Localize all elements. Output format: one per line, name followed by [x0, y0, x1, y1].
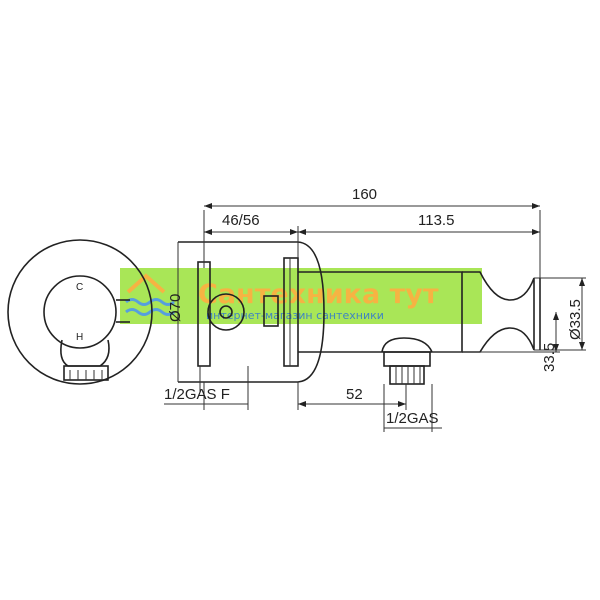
side-flange — [283, 257, 299, 367]
dimensions: 160 46/56 113.5 Ø70 1/2GAS F 52 1/2GAS 3… — [164, 186, 586, 432]
knob-cold-mark: C — [76, 282, 83, 293]
dim-outlet-offset: 52 — [346, 386, 363, 403]
front-rosette — [7, 239, 153, 385]
front-outlet-elbow — [60, 339, 110, 367]
side-outlet-thread — [389, 365, 425, 385]
watermark-logo-icon — [125, 273, 175, 316]
side-outlet-nut — [383, 351, 431, 367]
side-valve-knob — [207, 293, 245, 331]
watermark-band — [120, 268, 482, 324]
watermark: Сантехника тут интернет-магазин сантехни… — [120, 268, 482, 324]
side-holder — [462, 271, 535, 353]
knob-hot-mark: H — [76, 332, 83, 343]
side-nut — [263, 295, 279, 327]
dim-outlet-diameter: Ø33.5 — [567, 299, 584, 340]
dim-flange-diameter: Ø70 — [167, 294, 184, 322]
dim-overall-length: 160 — [352, 186, 377, 203]
front-knob — [43, 275, 117, 349]
dim-outlet-thread: 1/2GAS — [386, 410, 439, 427]
side-body — [298, 271, 463, 353]
watermark-title: Сантехника тут — [198, 279, 439, 310]
dim-wall-section: 46/56 — [222, 212, 260, 229]
dim-body-length: 113.5 — [418, 212, 454, 229]
dim-inlet-thread: 1/2GAS F — [164, 386, 230, 403]
side-knob-center — [219, 305, 233, 319]
dim-outlet-height: 33.5 — [541, 343, 558, 372]
side-rosette — [178, 241, 325, 383]
front-view: C H — [7, 239, 153, 385]
side-outlet-elbow — [381, 337, 433, 353]
watermark-subtitle: интернет-магазин сантехники — [206, 309, 384, 322]
